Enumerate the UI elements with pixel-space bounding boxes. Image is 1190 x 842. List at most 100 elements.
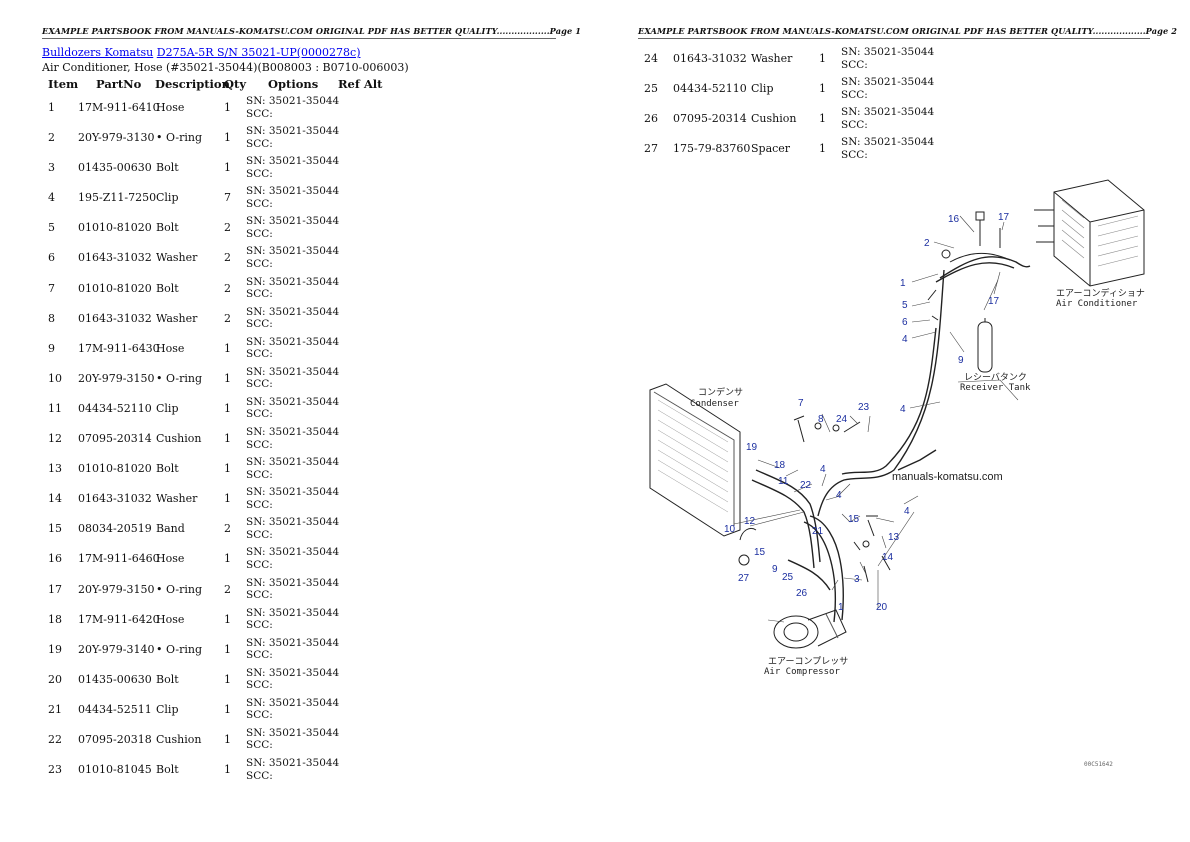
callout-6: 6 xyxy=(902,317,908,328)
breadcrumb: Bulldozers Komatsu D275A-5R S/N 35021-UP… xyxy=(42,46,361,59)
part-quantity: 1 xyxy=(224,401,231,415)
part-quantity: 1 xyxy=(224,371,231,385)
item-number: 23 xyxy=(48,763,62,777)
part-quantity: 1 xyxy=(819,52,826,65)
item-number: 25 xyxy=(644,82,658,96)
callout-3: 3 xyxy=(854,574,860,585)
aircon-label-jp: エアーコンディショナ xyxy=(1056,287,1145,299)
diagram-code: 00C51642 xyxy=(1084,761,1113,768)
part-number: 17M-911-6430 xyxy=(78,341,160,355)
item-number: 20 xyxy=(48,672,62,686)
part-description: Clip xyxy=(156,702,179,716)
item-number: 13 xyxy=(48,462,62,476)
part-quantity: 1 xyxy=(224,101,231,114)
callout-10: 10 xyxy=(724,524,736,535)
part-description: Washer xyxy=(156,311,198,325)
callout-9: 9 xyxy=(772,564,778,575)
part-description: Bolt xyxy=(156,161,179,175)
part-quantity: 1 xyxy=(224,161,231,175)
air-conditioner-shape xyxy=(1034,179,1145,287)
scc-code: SCC: xyxy=(246,288,273,301)
part-number: 07095-20318 xyxy=(78,732,152,746)
breadcrumb-link-bulldozers[interactable]: Bulldozers Komatsu xyxy=(42,46,154,59)
serial-range: SN: 35021-35044 xyxy=(841,46,935,58)
part-description: Clip xyxy=(156,191,179,205)
item-number: 24 xyxy=(644,52,658,65)
part-description: Clip xyxy=(751,82,774,96)
callout-15: 15 xyxy=(754,547,766,558)
part-quantity: 1 xyxy=(819,142,826,156)
part-number: 195-Z11-7250 xyxy=(78,191,157,205)
callout-9: 9 xyxy=(958,355,964,366)
scc-code: SCC: xyxy=(246,709,273,722)
part-quantity: 1 xyxy=(224,552,231,566)
part-number: 175-79-83760 xyxy=(673,142,751,156)
part-number: 01010-81045 xyxy=(78,763,152,777)
item-number: 15 xyxy=(48,522,62,536)
serial-range: SN: 35021-35044 xyxy=(246,185,340,198)
serial-range: SN: 35021-35044 xyxy=(246,155,340,168)
callout-4: 4 xyxy=(820,464,826,475)
scc-code: SCC: xyxy=(246,197,273,210)
item-number: 1 xyxy=(48,101,55,114)
scc-code: SCC: xyxy=(246,137,273,150)
col-description: Description xyxy=(155,77,230,91)
serial-range: SN: 35021-35044 xyxy=(246,245,340,258)
serial-range: SN: 35021-35044 xyxy=(246,516,340,529)
item-number: 21 xyxy=(48,702,62,716)
callout-26: 26 xyxy=(796,588,808,599)
part-description: Spacer xyxy=(751,142,791,156)
hardware-glyphs xyxy=(738,211,1001,583)
callout-1: 1 xyxy=(900,278,906,289)
part-quantity: 2 xyxy=(224,221,231,235)
part-description: Hose xyxy=(156,552,185,566)
serial-range: SN: 35021-35044 xyxy=(246,576,340,589)
serial-range: SN: 35021-35044 xyxy=(246,275,340,288)
compressor-label-jp: エアーコンプレッサ xyxy=(768,656,848,667)
item-number: 6 xyxy=(48,251,55,265)
callout-17: 17 xyxy=(998,212,1010,223)
callout-15: 15 xyxy=(848,514,860,525)
part-description: • O-ring xyxy=(156,642,203,656)
part-description: Bolt xyxy=(156,763,179,777)
callout-25: 25 xyxy=(782,572,794,583)
scc-code: SCC: xyxy=(246,619,273,632)
callout-4: 4 xyxy=(904,506,910,517)
part-description: Bolt xyxy=(156,462,179,476)
air-compressor-shape xyxy=(773,609,847,649)
col-qty: Qty xyxy=(224,77,247,91)
serial-range: SN: 35021-35044 xyxy=(246,606,340,619)
serial-range: SN: 35021-35044 xyxy=(246,456,340,469)
part-description: Clip xyxy=(156,401,179,415)
part-quantity: 2 xyxy=(224,582,231,596)
part-quantity: 7 xyxy=(224,191,231,205)
serial-range: SN: 35021-35044 xyxy=(246,696,340,709)
item-number: 5 xyxy=(48,221,55,235)
scc-code: SCC: xyxy=(246,679,273,692)
part-quantity: 1 xyxy=(224,432,231,446)
breadcrumb-link-model[interactable]: D275A-5R S/N 35021-UP(0000278c) xyxy=(156,46,361,59)
part-number: 17M-911-6420 xyxy=(78,612,160,626)
scc-code: SCC: xyxy=(246,498,273,511)
part-number: 20Y-979-3140 xyxy=(78,642,155,656)
part-description: Washer xyxy=(156,251,198,265)
parts-page-2: EXAMPLE PARTSBOOK FROM MANUALS-KOMATSU.C… xyxy=(638,0,1177,842)
serial-range: SN: 35021-35044 xyxy=(246,365,340,378)
callout-11: 11 xyxy=(778,476,789,487)
callout-4: 4 xyxy=(900,404,906,415)
scc-code: SCC: xyxy=(246,167,273,180)
part-quantity: 2 xyxy=(224,281,231,295)
callout-21: 21 xyxy=(812,526,824,537)
part-number: 20Y-979-3150 xyxy=(78,582,155,596)
serial-range: SN: 35021-35044 xyxy=(246,666,340,679)
serial-range: SN: 35021-35044 xyxy=(246,395,340,408)
part-quantity: 1 xyxy=(819,112,826,126)
part-quantity: 1 xyxy=(224,732,231,746)
